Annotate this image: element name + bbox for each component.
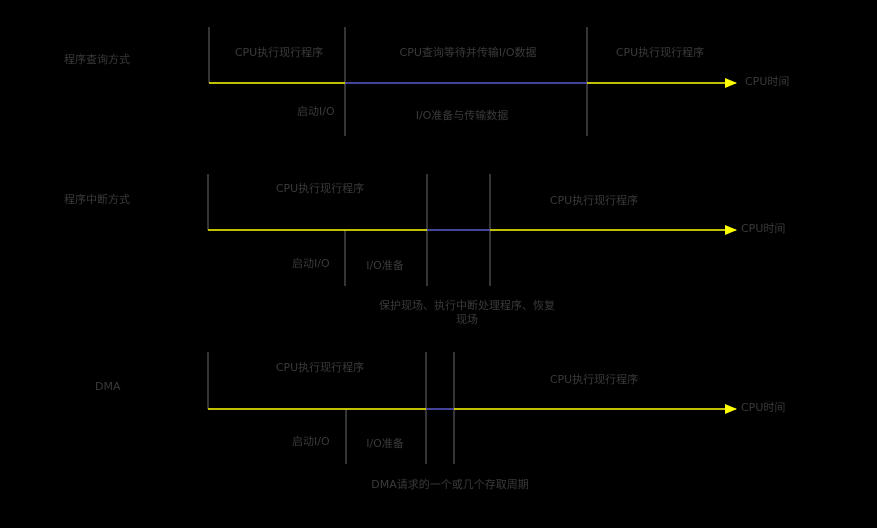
polling-cpu-run-left-label: CPU执行现行程序 [234, 46, 324, 59]
dma-method-label: DMA [95, 380, 121, 393]
interrupt-io-phase-label: I/O准备 [366, 259, 404, 272]
polling-cpu-run-right-label: CPU执行现行程序 [615, 46, 705, 59]
interrupt-timeline [207, 174, 737, 286]
dma-axis-label: CPU时间 [741, 401, 786, 414]
dma-cycle-note: DMA请求的一个或几个存取周期 [371, 478, 529, 491]
interrupt-axis-label: CPU时间 [741, 222, 786, 235]
polling-timeline [208, 27, 737, 136]
interrupt-handler-note: 保护现场、执行中断处理程序、恢复现场 [379, 299, 555, 326]
interrupt-cpu-run-left-label: CPU执行现行程序 [275, 182, 365, 195]
interrupt-start-io-label: 启动I/O [292, 257, 330, 270]
polling-method-label: 程序查询方式 [64, 53, 130, 66]
dma-io-phase-label: I/O准备 [366, 437, 404, 450]
interrupt-method-label: 程序中断方式 [64, 193, 130, 206]
polling-io-phase-label: I/O准备与传输数据 [415, 109, 509, 122]
polling-cpu-wait-label: CPU查询等待并传输I/O数据 [399, 46, 537, 59]
polling-start-io-label: 启动I/O [297, 105, 335, 118]
dma-cpu-run-right-label: CPU执行现行程序 [549, 373, 639, 386]
interrupt-cpu-run-right-label: CPU执行现行程序 [549, 194, 639, 207]
dma-timeline [207, 352, 737, 464]
dma-cpu-run-left-label: CPU执行现行程序 [275, 361, 365, 374]
polling-axis-label: CPU时间 [745, 75, 790, 88]
dma-start-io-label: 启动I/O [292, 435, 330, 448]
